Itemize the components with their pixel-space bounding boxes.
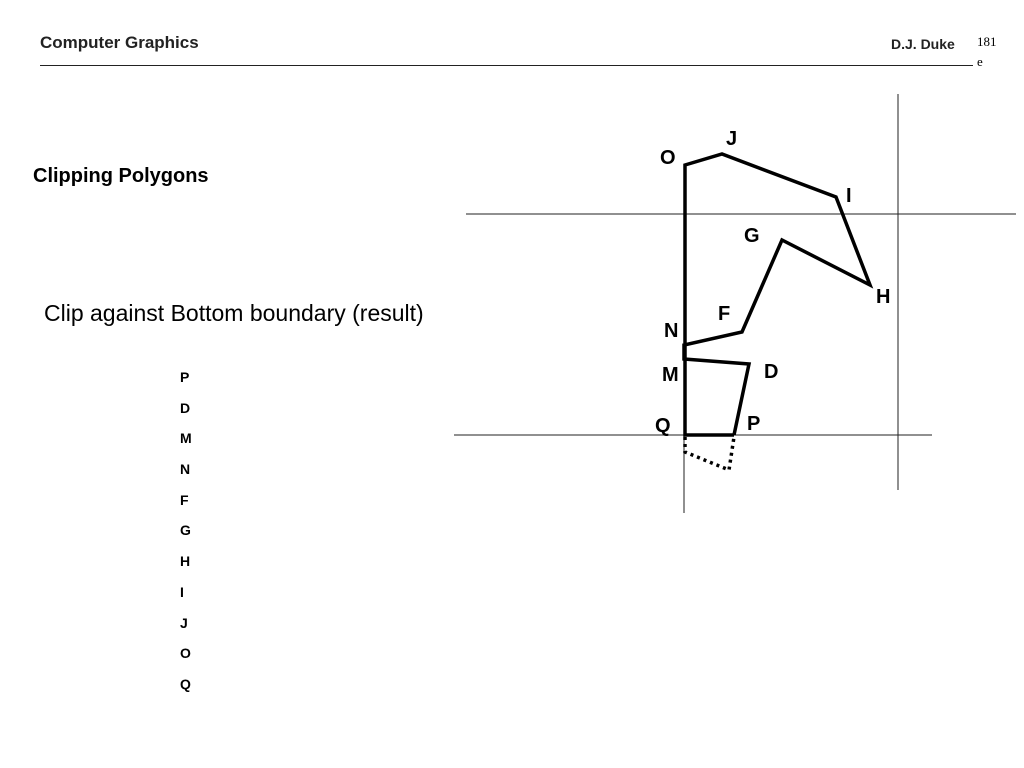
vertex-label-n: N [664,320,678,342]
vertex-label-m: M [662,364,679,386]
vertex-list-item: P [180,369,190,385]
vertex-list-item: J [180,614,188,631]
vertex-label-q: Q [655,415,671,437]
slide-heading: Clipping Polygons [33,165,209,187]
vertex-list-item: D [180,399,191,416]
vertex-label-i: I [846,185,852,207]
page-number: 181 [977,34,997,49]
header-title: Computer Graphics [40,33,199,52]
vertex-list: P D M N F G H I J O Q [180,366,192,704]
vertex-label-g: G [744,225,760,247]
vertex-label-d: D [764,361,778,383]
header-rule [40,65,973,66]
vertex-label-h: H [876,286,890,308]
vertex-label-p: P [747,413,760,435]
vertex-list-item: F [180,491,189,508]
vertex-label-j: J [726,128,737,150]
vertex-label-o: O [660,147,676,169]
vertex-list-item: N [180,461,191,478]
clipped-polygon [682,152,874,437]
slide-subheading: Clip against Bottom boundary (result) [44,300,424,326]
vertex-list-item: O [180,645,191,662]
vertex-list-item: G [180,522,191,539]
vertex-list-item: I [180,583,184,600]
page-number-suffix: e [977,54,983,69]
header-author: D.J. Duke [891,36,955,52]
vertex-list-item: H [180,553,191,570]
vertex-list-item: Q [180,675,191,692]
vertex-label-f: F [718,303,730,325]
vertex-list-item: M [180,430,192,447]
discarded-edge [683,436,736,473]
